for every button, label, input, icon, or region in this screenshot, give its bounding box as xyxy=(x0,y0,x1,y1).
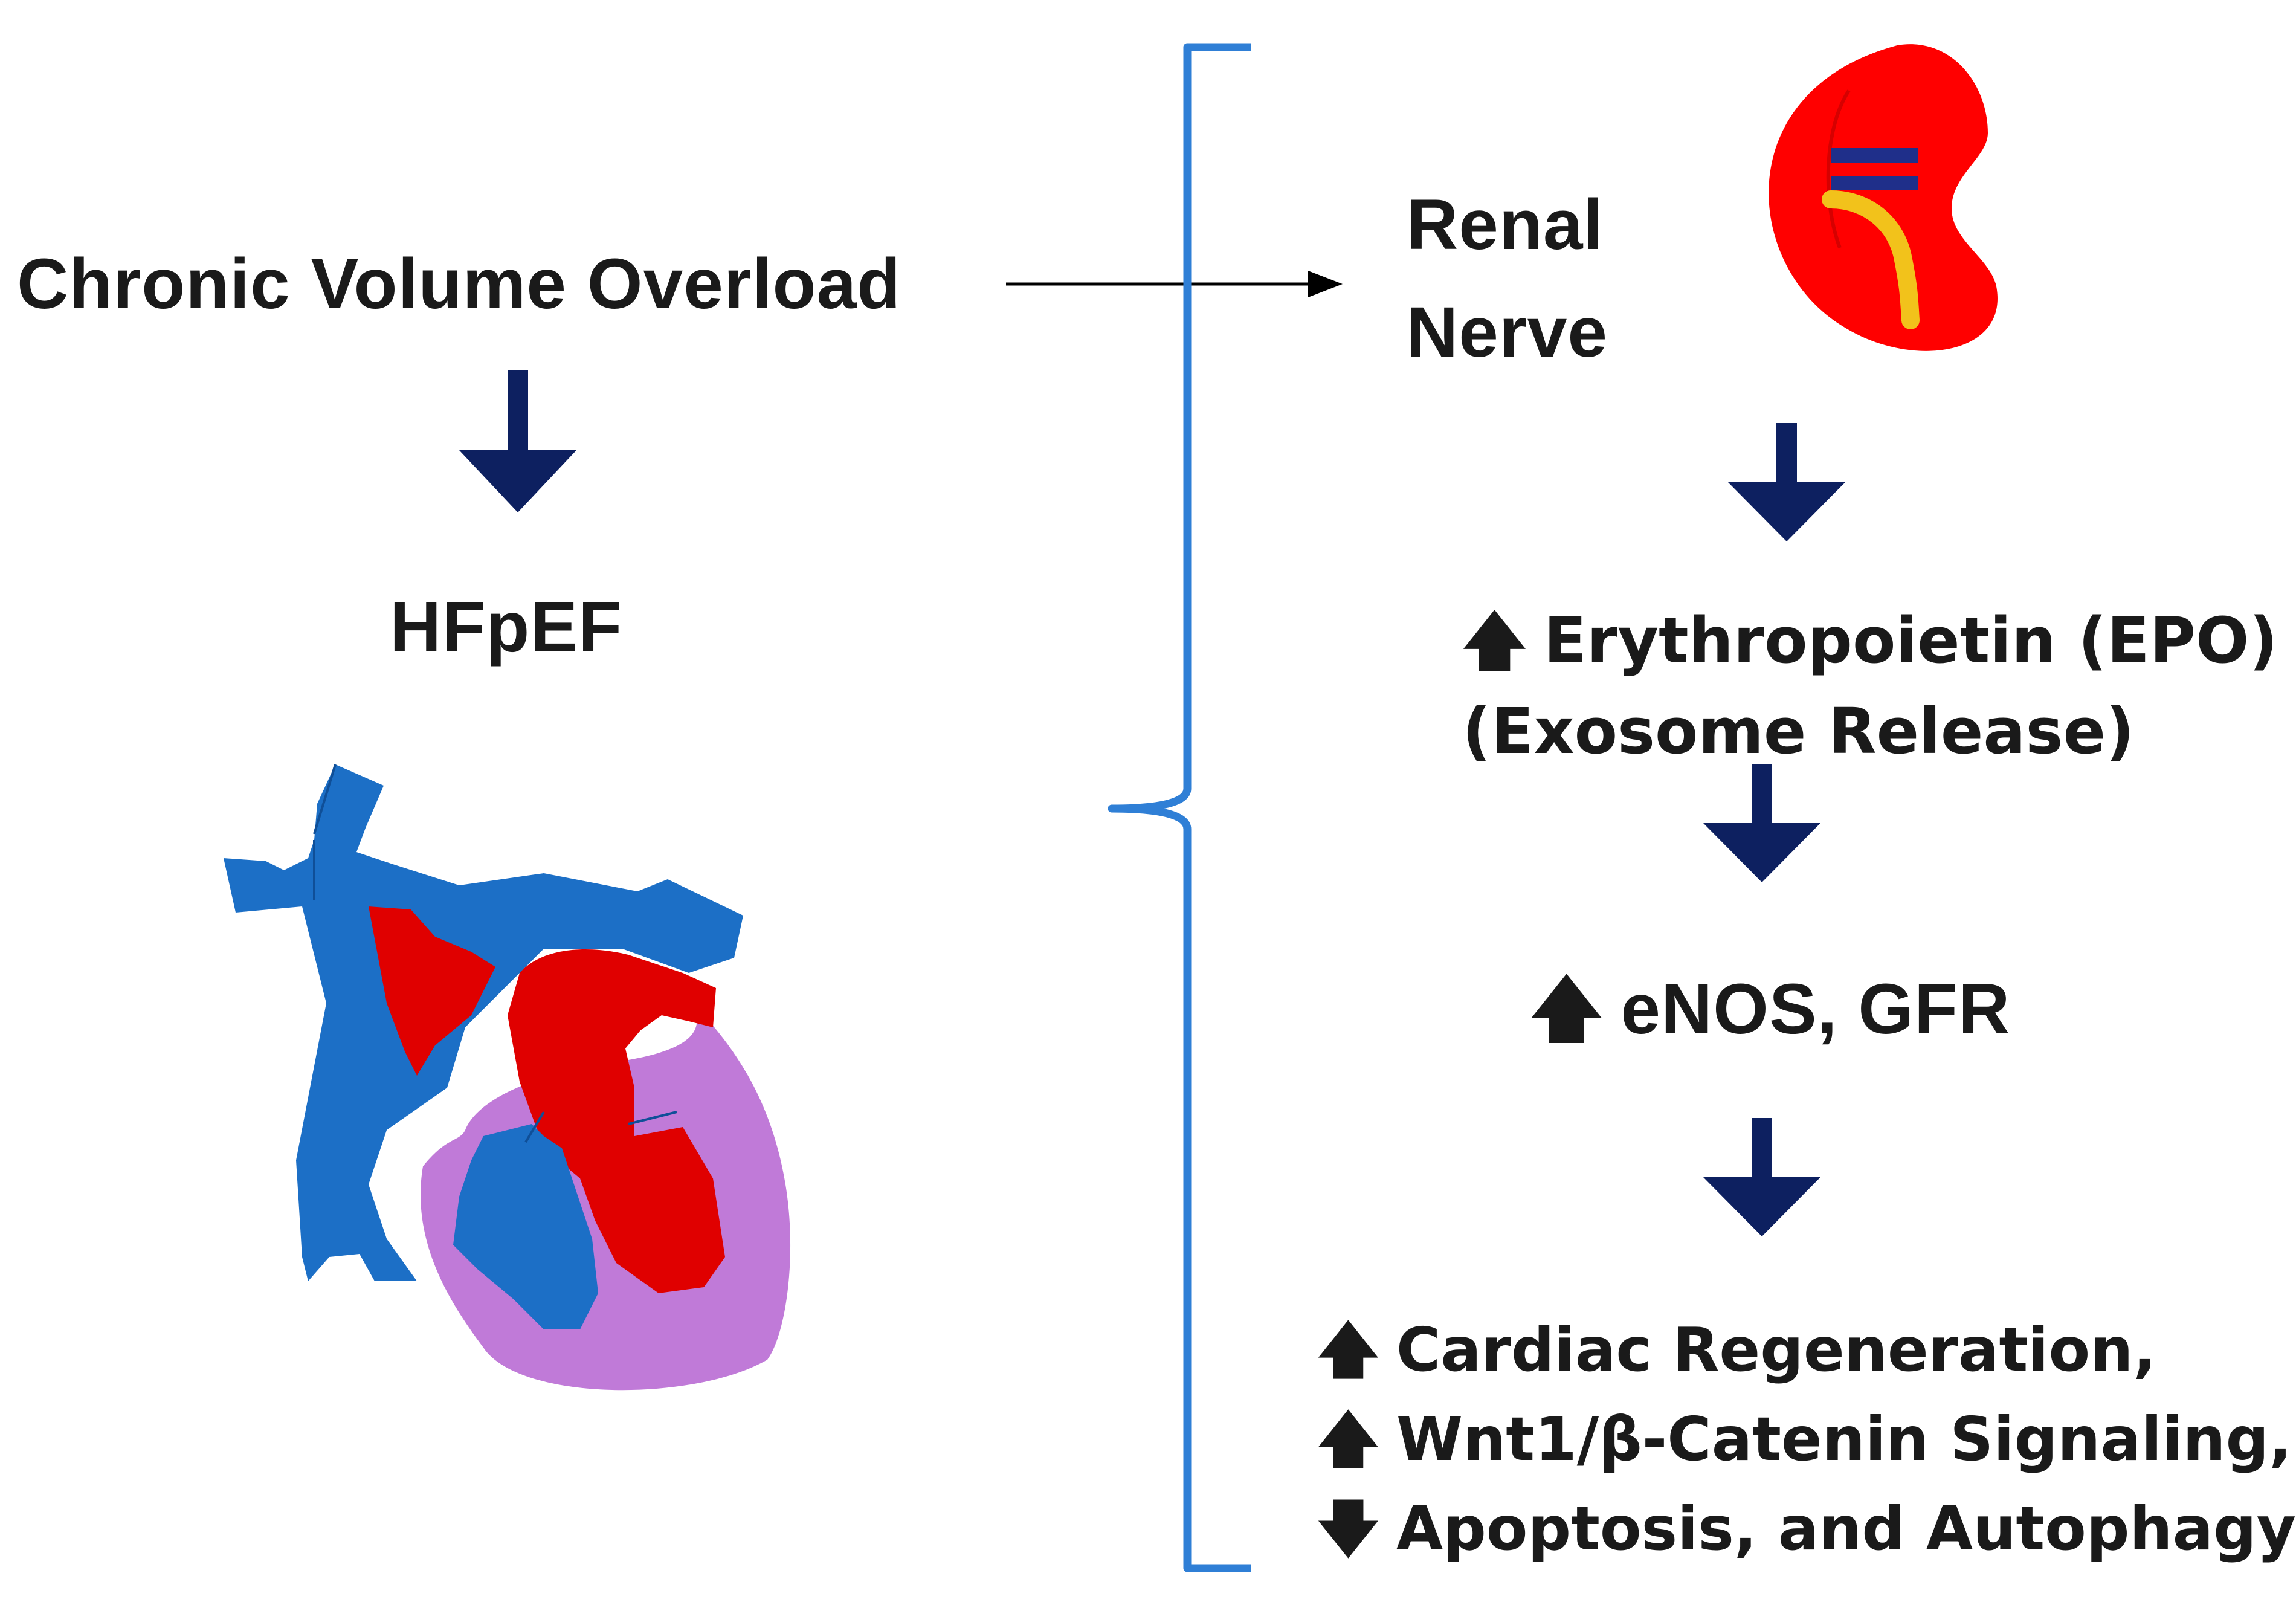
increase-arrow-icon: 🡅 xyxy=(1530,969,1604,1049)
renal-nerve-label: Renal Nerve xyxy=(1407,171,1608,386)
down-arrow xyxy=(1728,423,1845,541)
outcome-item: 🡇Apoptosis, and Autophagy xyxy=(1317,1484,2296,1574)
outcome-item-text: Wnt1/β-Catenin Signaling, xyxy=(1396,1404,2292,1475)
down-arrow xyxy=(459,370,576,512)
increase-arrow-icon: 🡅 xyxy=(1317,1404,1379,1475)
increase-arrow-icon: 🡅 xyxy=(1317,1314,1379,1385)
curly-brace xyxy=(1108,43,1251,1572)
increase-arrow-icon: 🡅 xyxy=(1462,604,1527,677)
epo-label: 🡅Erythropoietin (EPO) (Exosome Release) xyxy=(1462,595,2278,777)
hfpef-label: HFpEF xyxy=(390,587,623,667)
outcome-item-text: Apoptosis, and Autophagy xyxy=(1396,1493,2296,1564)
enos-gfr-label: 🡅eNOS, GFR xyxy=(1530,958,2010,1079)
kidney-illustration xyxy=(1769,44,1998,351)
right-arrow xyxy=(1006,271,1343,297)
epo-line-2: (Exosome Release) xyxy=(1462,694,2135,768)
epo-line-1: Erythropoietin (EPO) xyxy=(1543,604,2278,677)
decrease-arrow-icon: 🡇 xyxy=(1317,1493,1379,1564)
outcome-list: 🡅Cardiac Regeneration, 🡅Wnt1/β-Catenin S… xyxy=(1317,1305,2296,1574)
renal-nerve-line-1: Renal xyxy=(1407,185,1604,265)
outcome-item: 🡅Cardiac Regeneration, xyxy=(1317,1305,2296,1395)
outcome-item: 🡅Wnt1/β-Catenin Signaling, xyxy=(1317,1395,2296,1484)
heart-illustration xyxy=(224,764,791,1391)
renal-nerve-line-2: Nerve xyxy=(1407,292,1608,372)
chronic-volume-overload-label: Chronic Volume Overload xyxy=(17,244,901,324)
down-arrow xyxy=(1703,1118,1820,1236)
down-arrow xyxy=(1703,764,1820,882)
outcome-item-text: Cardiac Regeneration, xyxy=(1396,1314,2156,1385)
enos-gfr-text: eNOS, GFR xyxy=(1620,969,2011,1049)
